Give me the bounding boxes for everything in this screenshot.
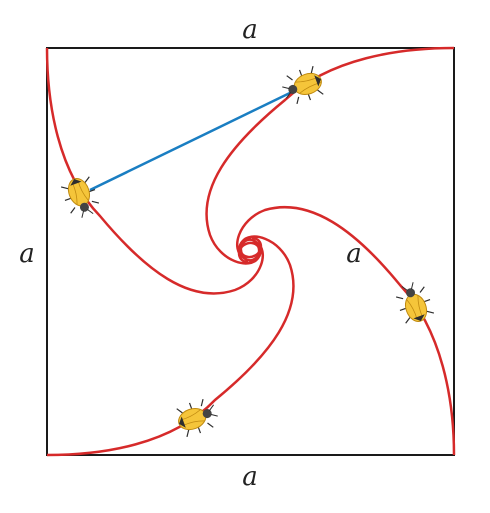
connecting-segment <box>89 88 297 192</box>
inner-segment-label: a <box>346 239 362 269</box>
spiral-curve <box>45 47 265 295</box>
ladybug-icon <box>176 398 218 438</box>
top-side-label: a <box>242 15 258 45</box>
square-outline <box>46 47 455 456</box>
pursuit-spirals <box>45 46 456 457</box>
ladybug-icon <box>395 282 435 324</box>
left-side-label: a <box>19 239 35 269</box>
ladybug-icon <box>282 65 324 105</box>
bottom-side-label: a <box>242 462 258 492</box>
spiral-curve <box>205 46 455 265</box>
spiral-curve <box>46 235 295 457</box>
ladybug-icon <box>60 176 100 218</box>
